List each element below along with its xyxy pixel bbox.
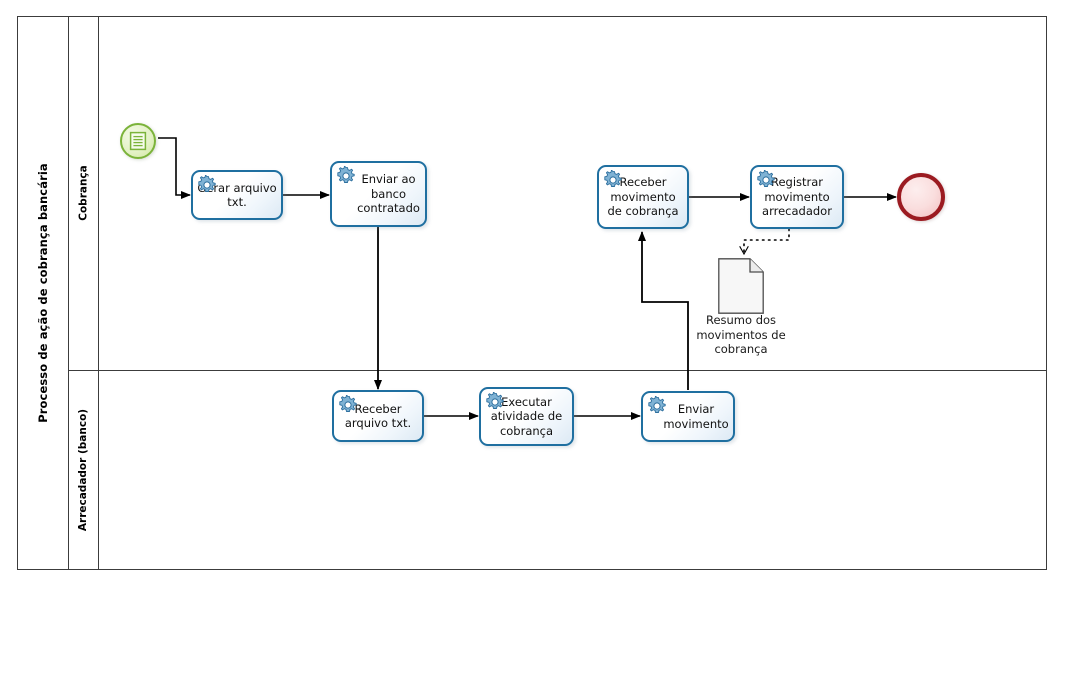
task-receber-arquivo-txt[interactable]: Receber arquivo txt. <box>332 390 424 442</box>
task-receber-movimento-de-cobranca[interactable]: Receber movimento de cobrança <box>597 165 689 229</box>
gear-icon <box>757 170 775 187</box>
gear-icon <box>486 392 504 409</box>
lane-label-cobranca: Cobrança <box>77 165 90 221</box>
task-label: Receber arquivo txt. <box>344 401 412 431</box>
task-gerar-arquivo-txt[interactable]: Gerar arquivo txt. <box>191 170 283 220</box>
task-registrar-movimento-arrecadador[interactable]: Registrar movimento arrecadador <box>750 165 844 229</box>
start-event[interactable] <box>120 123 156 159</box>
data-object-label: Resumo dos movimentos de cobrança <box>696 313 786 356</box>
lane-header-arrecadador: Arrecadador (banco) <box>69 370 99 570</box>
task-enviar-ao-banco-contratado[interactable]: Enviar ao banco contratado <box>330 161 427 227</box>
task-enviar-movimento[interactable]: Enviar movimento <box>641 391 735 442</box>
end-event[interactable] <box>897 173 945 221</box>
gear-icon <box>604 170 622 187</box>
task-label: Receber movimento de cobrança <box>607 175 679 219</box>
pool-title: Processo de ação de cobrança bancária <box>17 16 69 570</box>
task-executar-atividade-de-cobranca[interactable]: Executar atividade de cobrança <box>479 387 574 446</box>
lane-divider <box>69 370 1047 371</box>
task-label: Registrar movimento arrecadador <box>762 175 832 219</box>
task-label: Executar atividade de cobrança <box>490 394 563 438</box>
process-pool <box>17 16 1047 570</box>
document-icon <box>718 258 764 314</box>
lane-label-arrecadador: Arrecadador (banco) <box>77 408 90 532</box>
gear-icon <box>198 175 216 192</box>
task-label: Enviar movimento <box>663 402 729 431</box>
document-rule-icon <box>129 131 147 151</box>
pool-title-label: Processo de ação de cobrança bancária <box>35 163 50 423</box>
task-label: Enviar ao banco contratado <box>357 172 420 216</box>
lane-header-cobranca: Cobrança <box>69 16 99 370</box>
gear-icon <box>339 395 357 412</box>
task-label: Gerar arquivo txt. <box>197 180 277 210</box>
data-object-resumo-dos-movimentos[interactable] <box>718 258 764 318</box>
gear-icon <box>337 166 355 183</box>
gear-icon <box>648 396 666 413</box>
